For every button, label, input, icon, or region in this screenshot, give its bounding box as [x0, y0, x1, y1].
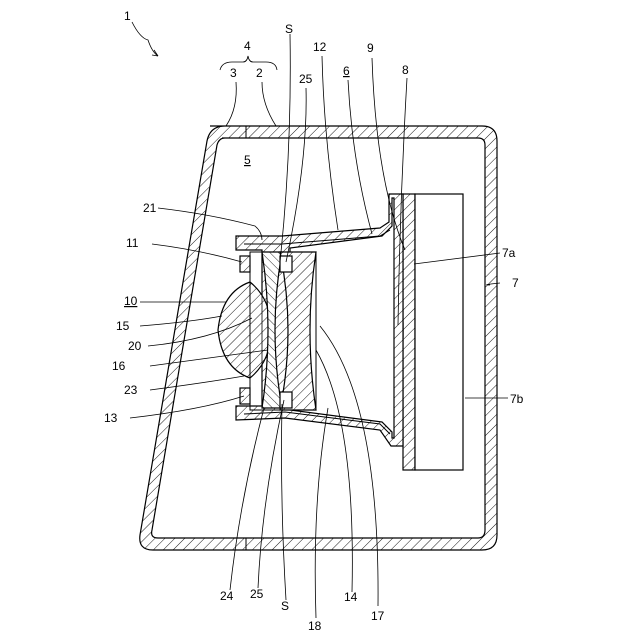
label-7a: 7a: [502, 246, 516, 260]
label-S-bottom: S: [281, 599, 289, 613]
spacer-25-top: [280, 256, 292, 272]
label-15: 15: [116, 319, 130, 333]
label-1: 1: [124, 9, 131, 23]
label-17: 17: [371, 609, 385, 623]
label-23: 23: [124, 383, 138, 397]
label-S-top: S: [285, 22, 293, 36]
barrel-tab-11: [240, 256, 250, 272]
barrel-tab-13: [240, 388, 250, 404]
label-4: 4: [244, 39, 251, 53]
label-2: 2: [256, 66, 263, 80]
label-24: 24: [220, 589, 234, 603]
label-9: 9: [367, 41, 374, 55]
label-7b: 7b: [510, 392, 524, 406]
label-7: 7: [512, 276, 519, 290]
label-10: 10: [124, 294, 138, 308]
label-13: 13: [104, 411, 118, 425]
label-14: 14: [344, 590, 358, 604]
label-25-top: 25: [299, 72, 313, 86]
label-5: 5: [244, 153, 251, 167]
label-3: 3: [230, 66, 237, 80]
label-12: 12: [313, 40, 327, 54]
label-20: 20: [128, 339, 142, 353]
label-11: 11: [126, 236, 139, 250]
label-25-bottom: 25: [250, 587, 264, 601]
label-21: 21: [143, 201, 157, 215]
label-8: 8: [402, 63, 409, 77]
board-7: [403, 194, 415, 470]
label-6: 6: [343, 64, 350, 78]
label-18: 18: [308, 619, 322, 633]
component-7b: [415, 194, 463, 470]
label-16: 16: [112, 359, 126, 373]
